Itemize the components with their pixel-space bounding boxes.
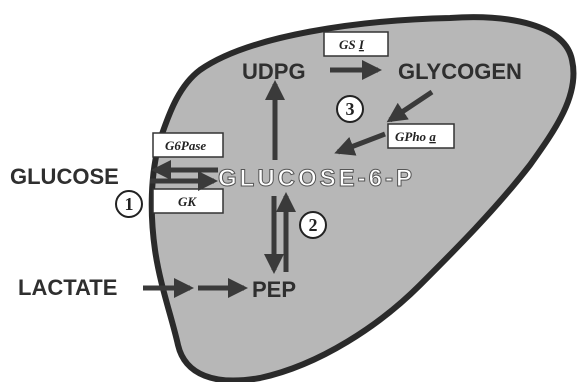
node-glucose: GLUCOSE [10,164,119,189]
svg-text:GPho a: GPho a [395,129,436,144]
enzyme-gpho-label: GPho [395,129,427,144]
node-glycogen: GLYCOGEN [398,59,522,84]
enzyme-gk-label: GK [178,194,197,209]
enzyme-gpho-suffix: a [429,129,436,144]
node-glucose-6-p: GLUCOSE-6-P [218,165,415,192]
step-3-circle: 3 [337,96,363,122]
enzyme-box-gk: GK [153,189,223,213]
node-lactate: LACTATE [18,275,117,300]
enzyme-gs-label: GS [339,37,356,52]
enzyme-g6pase-label: G6Pase [165,138,206,153]
step-2-label: 2 [309,215,318,235]
enzyme-gs-suffix: I [358,37,365,52]
svg-text:GS I: GS I [339,37,365,52]
node-pep: PEP [252,277,296,302]
enzyme-box-gpho: GPho a [388,124,454,148]
step-3-label: 3 [346,99,355,119]
step-1-circle: 1 [116,191,142,217]
node-udpg: UDPG [242,59,306,84]
enzyme-box-gs: GS I [324,32,388,56]
step-2-circle: 2 [300,212,326,238]
step-1-label: 1 [125,194,134,214]
enzyme-box-g6pase: G6Pase [153,133,223,157]
